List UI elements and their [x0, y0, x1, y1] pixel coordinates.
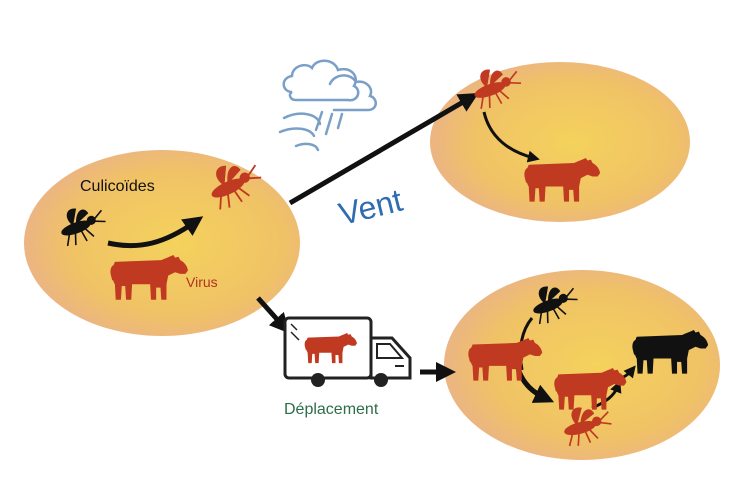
infection-arrow [107, 216, 204, 249]
deplacement-label: Déplacement [284, 401, 379, 418]
culicoides-label: Culicoïdes [80, 178, 155, 195]
cloud-wind-icon [278, 59, 377, 152]
wind-destination-ellipse [430, 62, 690, 222]
source-farm-ellipse [24, 150, 300, 336]
wind-arrow [288, 92, 479, 206]
transport-arrow [256, 296, 290, 334]
truck-icon [283, 316, 412, 387]
virus-label: Virus [186, 274, 218, 290]
vent-label: Vent [335, 182, 406, 232]
transport-destination-ellipse [444, 270, 720, 460]
bite-arrow-wind [482, 111, 540, 163]
